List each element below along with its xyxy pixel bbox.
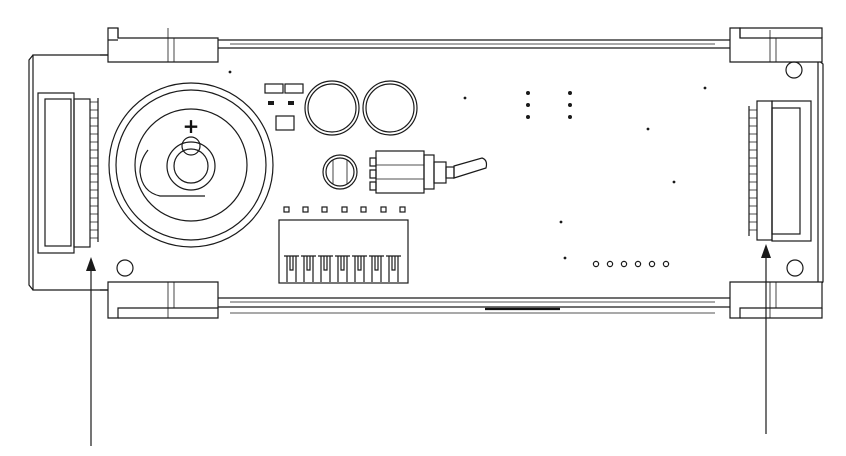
right-connector-pins	[748, 106, 757, 236]
callout-arrow-left	[86, 257, 96, 446]
right-connector	[748, 100, 812, 242]
left-connector-pins	[90, 98, 99, 242]
dip-switch-pads	[283, 206, 406, 213]
mounting-holes	[116, 61, 804, 277]
corner-bracket-top-left	[107, 27, 219, 63]
dip-switch-levers	[284, 255, 401, 282]
vias	[228, 70, 707, 260]
dip-switch	[278, 206, 409, 284]
capacitors	[304, 80, 418, 136]
small-round-component	[322, 154, 358, 190]
corner-bracket-bottom-right	[729, 281, 823, 319]
pin-header-row	[592, 260, 670, 268]
round-buzzer: +	[108, 82, 274, 248]
callout-arrow-right	[761, 244, 771, 434]
corner-bracket-top-right	[729, 27, 823, 63]
left-connector	[37, 92, 99, 254]
corner-bracket-bottom-left	[107, 281, 219, 319]
polarity-plus-label: +	[183, 114, 200, 138]
smd-components	[264, 83, 304, 131]
toggle-switch	[369, 150, 488, 194]
enclosure-outline	[28, 39, 824, 314]
